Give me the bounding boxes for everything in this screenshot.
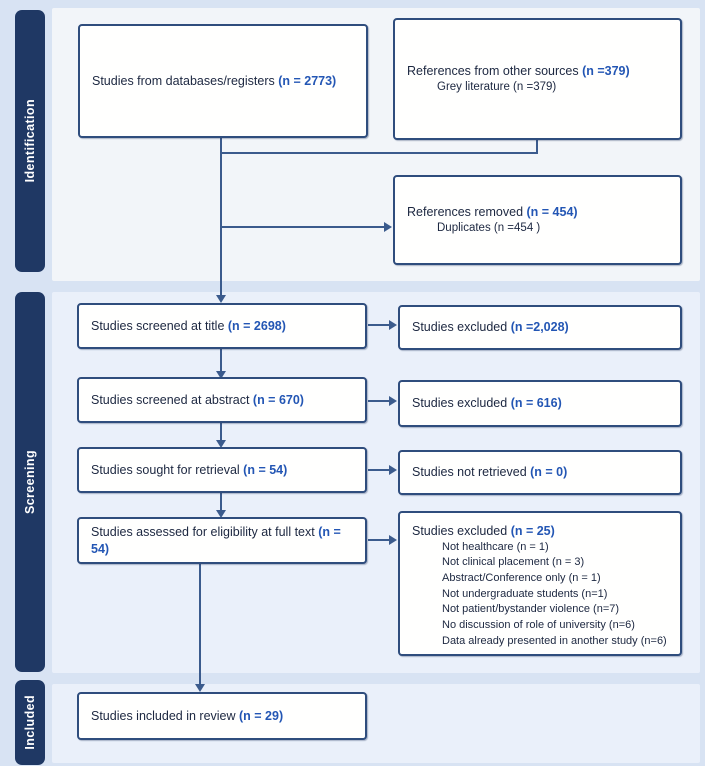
connector-line: [220, 423, 222, 442]
box-excluded-at-fulltext: Studies excluded (n = 25) Not healthcare…: [398, 511, 682, 656]
box-n-value: (n = 54): [243, 462, 288, 477]
connector-line: [368, 539, 390, 541]
box-sought-for-retrieval: Studies sought for retrieval (n = 54): [77, 447, 367, 493]
box-sub-line: Not healthcare (n = 1): [442, 540, 549, 553]
stage-label-screening: Screening: [23, 449, 37, 515]
connector-line: [368, 324, 390, 326]
box-n-value: (n = 54): [91, 524, 341, 556]
box-label: Studies assessed for eligibility at full…: [91, 524, 319, 539]
arrowhead-right-icon: [389, 320, 397, 330]
box-label: Studies included in review: [91, 708, 239, 723]
box-sub-line: Not patient/bystander violence (n=7): [442, 603, 620, 616]
arrowhead-down-icon: [216, 440, 226, 448]
box-sub-line: Not undergraduate students (n=1): [442, 587, 608, 600]
box-n-value: (n = 2698): [227, 318, 286, 333]
arrowhead-right-icon: [389, 535, 397, 545]
box-n-value: (n = 454): [526, 204, 578, 219]
connector-line: [536, 140, 538, 154]
connector-line: [220, 138, 222, 296]
stage-bar-identification: Identification: [15, 10, 45, 272]
box-n-value: (n = 0): [530, 465, 568, 480]
box-main-line: Studies sought for retrieval (n = 54): [91, 462, 357, 479]
connector-line: [199, 564, 201, 685]
box-n-value: (n =379): [582, 63, 630, 78]
arrowhead-down-icon: [216, 295, 226, 303]
bottom-margin: [0, 766, 705, 771]
box-main-line: Studies excluded (n = 616): [412, 395, 672, 412]
box-screened-at-title: Studies screened at title (n = 2698): [77, 303, 367, 349]
arrowhead-right-icon: [389, 396, 397, 406]
box-main-line: References from other sources (n =379): [407, 63, 672, 80]
box-main-line: Studies excluded (n = 25): [412, 523, 672, 540]
arrowhead-right-icon: [384, 222, 392, 232]
box-sub-line: Data already presented in another study …: [442, 634, 667, 647]
box-label: Studies excluded: [412, 320, 511, 335]
arrowhead-down-icon: [216, 510, 226, 518]
stage-bar-included: Included: [15, 680, 45, 765]
box-n-value: (n = 670): [252, 392, 304, 407]
arrowhead-down-icon: [216, 371, 226, 379]
box-sub-line: Duplicates (n =454 ): [437, 221, 541, 234]
box-assessed-for-eligibility: Studies assessed for eligibility at full…: [77, 517, 367, 564]
box-main-line: References removed (n = 454): [407, 204, 672, 221]
connector-line: [221, 226, 385, 228]
box-included-in-review: Studies included in review (n = 29): [77, 692, 367, 740]
box-label: Studies from databases/registers: [92, 73, 279, 88]
box-label: References from other sources: [407, 63, 583, 78]
arrowhead-right-icon: [389, 465, 397, 475]
stage-label-identification: Identification: [23, 99, 37, 183]
box-excluded-at-title: Studies excluded (n =2,028): [398, 305, 682, 350]
box-label: Studies screened at title: [91, 318, 228, 333]
box-label: Studies sought for retrieval: [91, 462, 244, 477]
connector-line: [220, 349, 222, 373]
box-references-other-sources: References from other sources (n =379) G…: [393, 18, 682, 140]
box-sub-line: No discussion of role of university (n=6…: [442, 618, 635, 631]
box-main-line: Studies screened at abstract (n = 670): [91, 392, 357, 409]
arrowhead-down-icon: [195, 684, 205, 692]
box-label: Studies screened at abstract: [91, 392, 253, 407]
box-not-retrieved: Studies not retrieved (n = 0): [398, 450, 682, 495]
box-main-line: Studies included in review (n = 29): [91, 708, 357, 725]
box-label: Studies excluded: [412, 524, 511, 538]
box-main-line: Studies not retrieved (n = 0): [412, 464, 672, 481]
box-label: Studies excluded: [412, 396, 511, 411]
box-sub-line: Abstract/Conference only (n = 1): [442, 572, 601, 585]
box-screened-at-abstract: Studies screened at abstract (n = 670): [77, 377, 367, 423]
connector-line: [368, 469, 390, 471]
box-n-value: (n = 25): [510, 524, 555, 538]
box-excluded-at-abstract: Studies excluded (n = 616): [398, 380, 682, 427]
box-main-line: Studies from databases/registers (n = 27…: [92, 73, 358, 90]
box-n-value: (n = 2773): [278, 73, 337, 88]
box-n-value: (n = 29): [239, 708, 284, 723]
box-main-line: Studies screened at title (n = 2698): [91, 318, 357, 335]
box-n-value: (n =2,028): [510, 320, 569, 335]
box-label: Studies not retrieved: [412, 465, 531, 480]
box-sub-line: Grey literature (n =379): [437, 80, 557, 93]
connector-line: [220, 493, 222, 511]
connector-line: [368, 400, 390, 402]
box-label: References removed: [407, 204, 527, 219]
box-n-value: (n = 616): [510, 396, 562, 411]
connector-line: [220, 152, 538, 154]
stage-bar-screening: Screening: [15, 292, 45, 672]
box-main-line: Studies assessed for eligibility at full…: [91, 524, 357, 558]
box-main-line: Studies excluded (n =2,028): [412, 319, 672, 336]
box-references-removed: References removed (n = 454) Duplicates …: [393, 175, 682, 265]
stage-label-included: Included: [23, 695, 37, 750]
box-studies-from-databases: Studies from databases/registers (n = 27…: [78, 24, 368, 138]
box-sub-line: Not clinical placement (n = 3): [442, 556, 585, 569]
